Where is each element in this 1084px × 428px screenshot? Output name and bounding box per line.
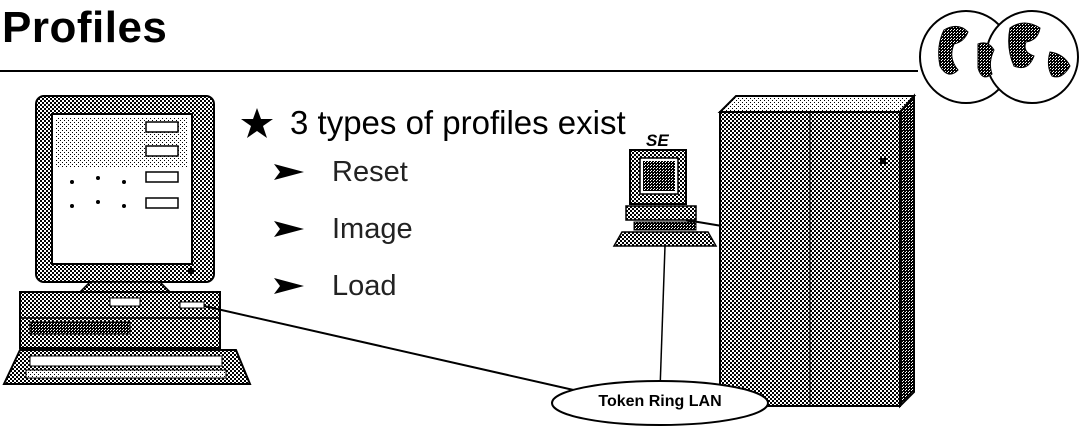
console-lan-link [203, 305, 601, 397]
profile-type-label: Reset [332, 156, 408, 188]
slide-title: Profiles [2, 3, 168, 52]
token-ring-lan-ellipse [551, 380, 769, 426]
arrow-bullet-icon [274, 278, 304, 294]
title-rule [0, 70, 918, 72]
mainframe-icon [717, 93, 917, 409]
support-element-label: SE [646, 131, 669, 150]
profiles-heading: 3 types of profiles exist [290, 104, 626, 141]
arrow-bullet-icon [274, 164, 304, 180]
star-bullet-icon [241, 108, 273, 138]
arrow-bullet-icon [274, 221, 304, 237]
profile-type-label: Image [332, 213, 413, 245]
token-ring-lan-label: Token Ring LAN [598, 393, 722, 410]
profile-type-label: Load [332, 270, 397, 302]
support-element-icon [612, 149, 723, 391]
globe-logo-icon [919, 10, 1079, 104]
console-workstation-icon [2, 95, 252, 385]
